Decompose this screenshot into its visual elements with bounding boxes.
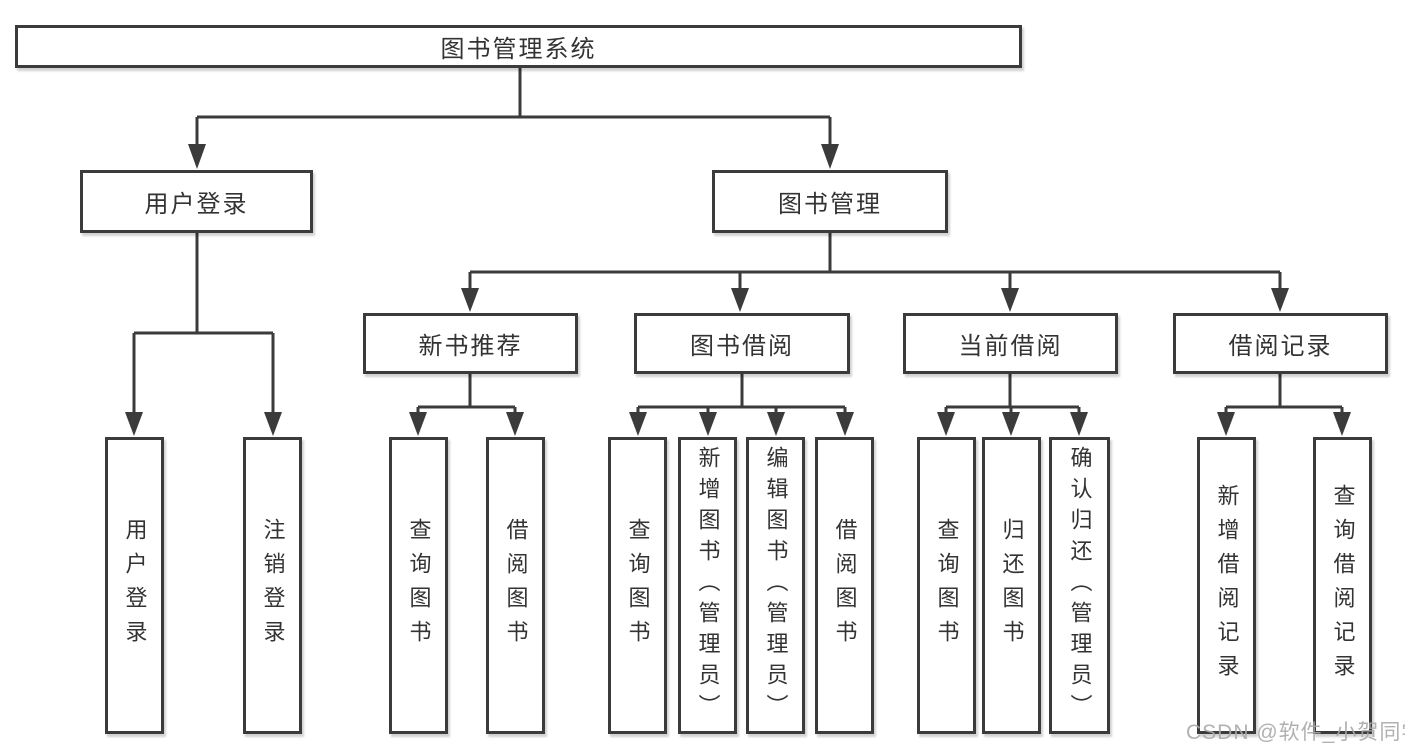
leaf-add-borrow-record: 新增借阅记录 [1197, 437, 1256, 734]
leaf-label: 编辑图书（管理员） [763, 446, 789, 725]
leaf-borrow-books-recommend: 借阅图书 [486, 437, 545, 734]
leaf-label: 归还图书 [999, 517, 1025, 654]
leaf-label: 查询图书 [625, 517, 651, 654]
leaf-add-books-admin: 新增图书（管理员） [678, 437, 737, 734]
leaf-label: 用户登录 [122, 517, 148, 654]
csdn-watermark: CSDN @软件_小贺同学 [1186, 721, 1405, 744]
leaf-label: 查询图书 [406, 517, 432, 654]
node-label: 图书管理系统 [440, 36, 597, 63]
leaf-confirm-return-admin: 确认归还（管理员） [1049, 437, 1110, 734]
leaf-query-borrow-record: 查询借阅记录 [1313, 437, 1372, 734]
leaf-query-books-current: 查询图书 [917, 437, 976, 734]
node-borrow-records: 借阅记录 [1173, 313, 1388, 374]
leaf-user-login: 用户登录 [105, 437, 164, 734]
node-library-management-system: 图书管理系统 [15, 25, 1022, 68]
leaf-borrow-books: 借阅图书 [815, 437, 874, 734]
leaf-edit-books-admin: 编辑图书（管理员） [746, 437, 805, 734]
arrowheads [125, 144, 1351, 436]
node-label: 当前借阅 [958, 333, 1063, 360]
node-book-borrow: 图书借阅 [634, 313, 850, 374]
leaf-query-books-recommend: 查询图书 [389, 437, 448, 734]
node-user-login: 用户登录 [80, 170, 313, 233]
node-new-book-recommend: 新书推荐 [363, 313, 578, 374]
leaf-label: 查询图书 [934, 517, 960, 654]
leaf-logout: 注销登录 [243, 437, 302, 734]
node-label: 用户登录 [144, 191, 249, 218]
leaf-label: 查询借阅记录 [1330, 483, 1356, 688]
tree-edges [132, 68, 1344, 416]
leaf-label: 确认归还（管理员） [1067, 446, 1093, 725]
leaf-label: 注销登录 [260, 517, 286, 654]
leaf-query-books-borrow: 查询图书 [608, 437, 667, 734]
node-label: 新书推荐 [418, 333, 523, 360]
leaf-label: 新增借阅记录 [1214, 483, 1240, 688]
leaf-label: 借阅图书 [832, 517, 858, 654]
node-label: 图书借阅 [690, 333, 794, 360]
node-label: 借阅记录 [1228, 333, 1333, 360]
node-current-borrow: 当前借阅 [903, 313, 1118, 374]
leaf-return-books: 归还图书 [982, 437, 1041, 734]
leaf-label: 借阅图书 [503, 517, 529, 654]
node-label: 图书管理 [778, 191, 882, 218]
node-book-management: 图书管理 [712, 170, 948, 233]
leaf-label: 新增图书（管理员） [695, 446, 721, 725]
